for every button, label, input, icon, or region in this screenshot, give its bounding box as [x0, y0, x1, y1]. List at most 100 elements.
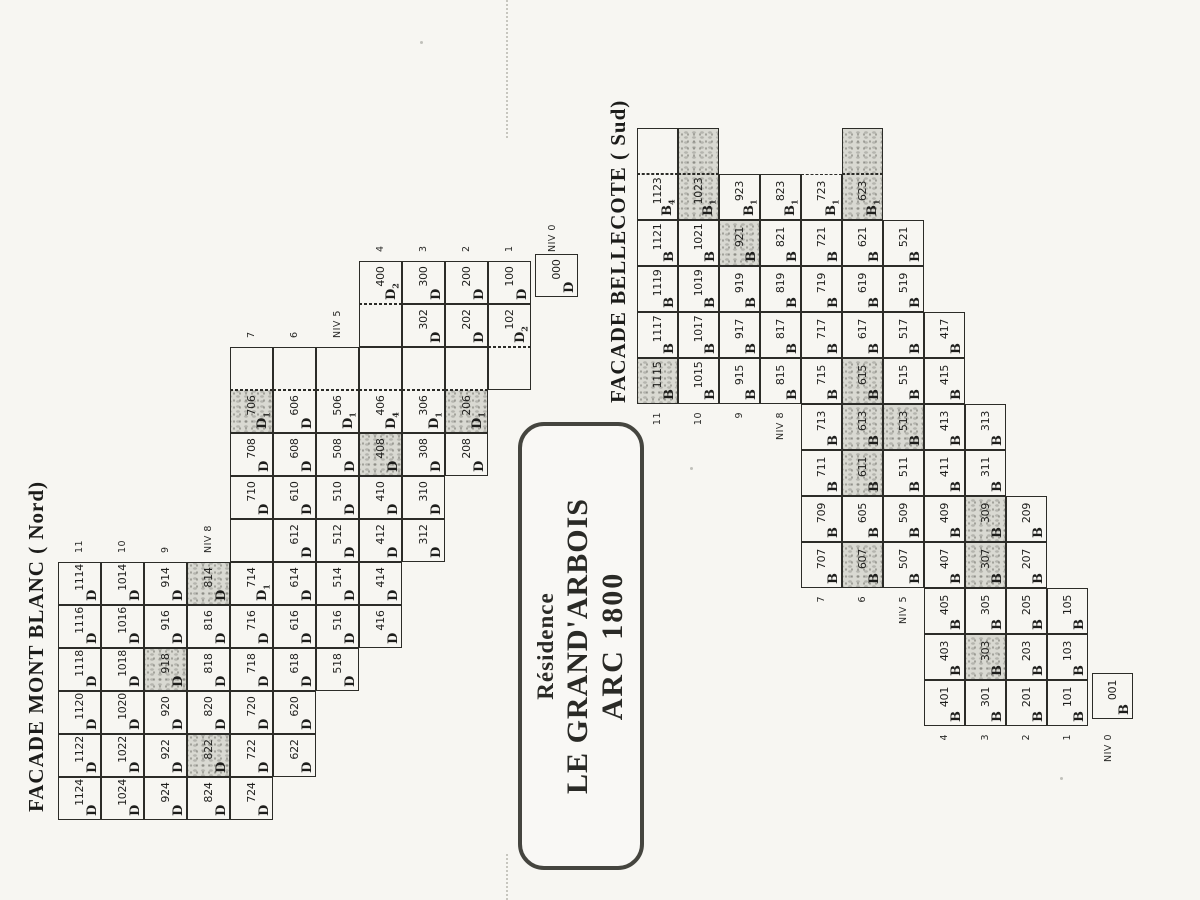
apartment-number: 617: [855, 318, 869, 340]
apartment-type-letter: D: [515, 288, 530, 300]
apartment-number: 406: [373, 395, 387, 416]
apartment-type-letter: B: [867, 297, 882, 308]
apartment-number: 001: [1105, 679, 1119, 701]
apartment-number: 513: [896, 410, 910, 432]
apartment-type-letter: D1: [470, 412, 487, 429]
apartment-type-letter: D: [300, 718, 315, 730]
level-label-11: 11: [651, 412, 663, 426]
apartment-type-letter: D: [171, 804, 186, 816]
apartment-type-letter: B: [867, 435, 882, 446]
apartment-number: 924: [158, 782, 172, 803]
apartment-type-letter: D: [214, 632, 229, 644]
apartment-type-letter: B: [785, 343, 800, 354]
level-label-niv-0: NIV 0: [546, 224, 558, 252]
level-label-11: 11: [73, 539, 85, 553]
apartment-type-letter: B: [1031, 573, 1046, 584]
apartment-type-letter: B: [949, 343, 964, 354]
apartment-number: 622: [287, 739, 301, 760]
apartment-type-letter: B: [744, 297, 759, 308]
apartment-type-letter: B: [1031, 665, 1046, 676]
apartment-type-letter: D: [300, 589, 315, 601]
empty-cell: [488, 347, 531, 390]
apartment-number: 301: [978, 686, 992, 708]
apartment-type-letter: D2: [513, 326, 530, 343]
apartment-number: 407: [937, 548, 951, 570]
apartment-type-letter: D1: [255, 412, 272, 429]
apartment-type-letter: D: [214, 804, 229, 816]
apartment-number: 511: [896, 456, 910, 478]
level-label-2: 2: [460, 245, 472, 252]
apartment-type-letter: D: [429, 331, 444, 343]
level-label-niv-0: NIV 0: [1102, 734, 1114, 762]
apartment-type-letter: B: [949, 481, 964, 492]
apartment-number: 724: [244, 782, 258, 803]
residence-word: Résidence: [532, 592, 558, 700]
apartment-number: 208: [459, 438, 473, 459]
apartment-type-letter: B: [990, 481, 1005, 492]
apartment-number: 1121: [650, 223, 664, 251]
apartment-number: 310: [416, 481, 430, 502]
apartment-number: 723: [814, 180, 828, 202]
apartment-type-letter: B: [826, 481, 841, 492]
apartment-number: 1116: [72, 607, 86, 634]
apartment-type-letter: B: [908, 573, 923, 584]
apartment-number: 823: [773, 180, 787, 202]
apartment-type-letter: D: [343, 589, 358, 601]
apartment-number: 817: [773, 318, 787, 340]
apartment-type-letter: B: [1031, 711, 1046, 722]
apartment-number: 514: [330, 567, 344, 588]
apartment-number: 623: [855, 180, 869, 202]
apartment-type-letter: D: [300, 460, 315, 472]
apartment-number: 1118: [72, 650, 86, 677]
apartment-type-letter: B: [1117, 704, 1132, 715]
apartment-type-letter: B: [785, 297, 800, 308]
apartment-number: 209: [1019, 502, 1033, 524]
apartment-number: 303: [978, 640, 992, 662]
apartment-number: 519: [896, 272, 910, 294]
apartment-type-letter: B: [1072, 665, 1087, 676]
level-label-2: 2: [1020, 734, 1032, 741]
scan-speck: [1060, 777, 1063, 780]
apartment-number: 309: [978, 502, 992, 524]
apartment-type-letter: D: [85, 761, 100, 773]
empty-cell: [402, 347, 445, 390]
apartment-number: 1023: [691, 177, 705, 205]
apartment-type-letter: D: [562, 281, 577, 293]
residence-name: LE GRAND'ARBOIS: [560, 498, 594, 794]
apartment-type-letter: D: [85, 632, 100, 644]
apartment-type-letter: B: [949, 389, 964, 400]
apartment-number: 708: [244, 438, 258, 459]
apartment-number: 313: [978, 410, 992, 432]
apartment-number: 720: [244, 696, 258, 717]
level-label-10: 10: [116, 539, 128, 553]
apartment-type-letter: D: [257, 675, 272, 687]
apartment-type-letter: D4: [384, 412, 401, 429]
apartment-type-letter: D1: [255, 584, 272, 601]
apartment-number: 312: [416, 524, 430, 545]
apartment-type-letter: D: [343, 546, 358, 558]
apartment-type-letter: D: [386, 460, 401, 472]
